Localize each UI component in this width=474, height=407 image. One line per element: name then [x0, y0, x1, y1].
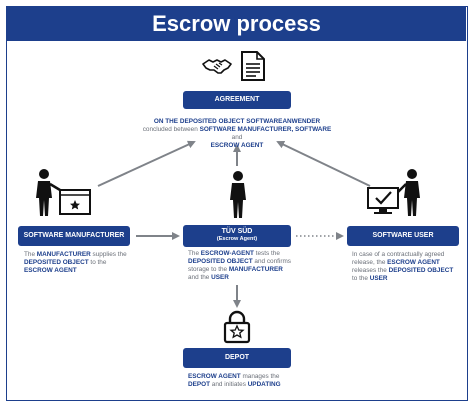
- arrow-user-to-agreement: [276, 140, 371, 187]
- escrow-agent-label: ESCROW AGENT: [387, 259, 440, 266]
- tuv-desc-confirms: and confirms storage to the: [188, 258, 292, 273]
- software-user-icon: [367, 169, 420, 216]
- manufacturer-desc-to: to the: [88, 259, 107, 266]
- escrow-agent-label: ESCROW AGENT: [210, 142, 264, 149]
- manufacturer-person-icon: [36, 169, 91, 216]
- deposited-object-label: DEPOSITED OBJECT: [188, 258, 253, 265]
- depot-description: ESCROW AGENT manages the DEPOT and initi…: [188, 373, 292, 389]
- tuv-desc-and: and the: [188, 274, 212, 281]
- deposited-object-label: DEPOSITED OBJECT: [24, 259, 89, 266]
- page-title: Escrow process: [7, 7, 466, 41]
- depot-box: DEPOT: [183, 348, 291, 368]
- manufacturer-label: MANUFACTURER: [36, 251, 91, 258]
- tuv-desc-text: The: [188, 250, 201, 257]
- escrow-agent-label: ESCROW AGENT: [24, 267, 77, 274]
- tuv-description: The ESCROW-AGENT tests the DEPOSITED OBJ…: [188, 250, 292, 282]
- parties-label: SOFTWARE MANUFACTURER, SOFTWARE: [199, 126, 332, 133]
- document-icon: [241, 51, 265, 81]
- depot-desc-initiates: and initiates: [210, 381, 248, 388]
- user-label: USER: [369, 275, 388, 282]
- handshake-icon: [202, 59, 232, 74]
- user-desc-to: to the: [352, 275, 370, 282]
- arrow-manufacturer-to-agreement: [97, 140, 196, 187]
- user-description: In case of a contractually agreed releas…: [352, 251, 458, 283]
- lock-safe-icon: [223, 310, 251, 344]
- escrow-agent-label: ESCROW AGENT: [188, 373, 241, 380]
- user-desc-releases: releases the: [352, 267, 389, 274]
- depot-desc-manages: manages the: [240, 373, 280, 380]
- manufacturer-description: The MANUFACTURER supplies the DEPOSITED …: [24, 251, 132, 275]
- deposited-object-label: DEPOSITED OBJECT: [388, 267, 454, 274]
- escrow-agent-label: ESCROW-AGENT: [200, 250, 254, 257]
- agreement-box: AGREEMENT: [183, 91, 291, 109]
- user-label: USER: [211, 274, 229, 281]
- diagram-frame: Escrow process: [6, 6, 468, 401]
- escrow-agent-sublabel: (Escrow Agent): [216, 236, 258, 242]
- manufacturer-label: MANUFACTURER: [228, 266, 283, 273]
- agreement-desc-and: and: [231, 134, 243, 141]
- updating-label: UPDATING: [247, 381, 281, 388]
- depot-label: DEPOT: [188, 381, 211, 388]
- software-user-box: SOFTWARE USER: [347, 226, 459, 246]
- agreement-desc-text: concluded between: [142, 126, 200, 133]
- software-manufacturer-box: SOFTWARE MANUFACTURER: [18, 226, 130, 246]
- tuv-desc-tests: tests the: [253, 250, 280, 257]
- agreement-description: ON THE DEPOSITED OBJECT SOFTWAREANWENDER…: [140, 118, 334, 150]
- manufacturer-desc-text: The: [24, 251, 37, 258]
- deposited-object-label: ON THE DEPOSITED OBJECT SOFTWAREANWENDER: [153, 118, 321, 125]
- tuv-sud-box: TÜV SÜD (Escrow Agent): [183, 225, 291, 247]
- escrow-agent-person-icon: [230, 171, 246, 218]
- tuv-sud-label: TÜV SÜD: [221, 228, 253, 235]
- user-desc-text: In case of a contractually agreed releas…: [352, 251, 445, 266]
- manufacturer-desc-supplies: supplies the: [90, 251, 127, 258]
